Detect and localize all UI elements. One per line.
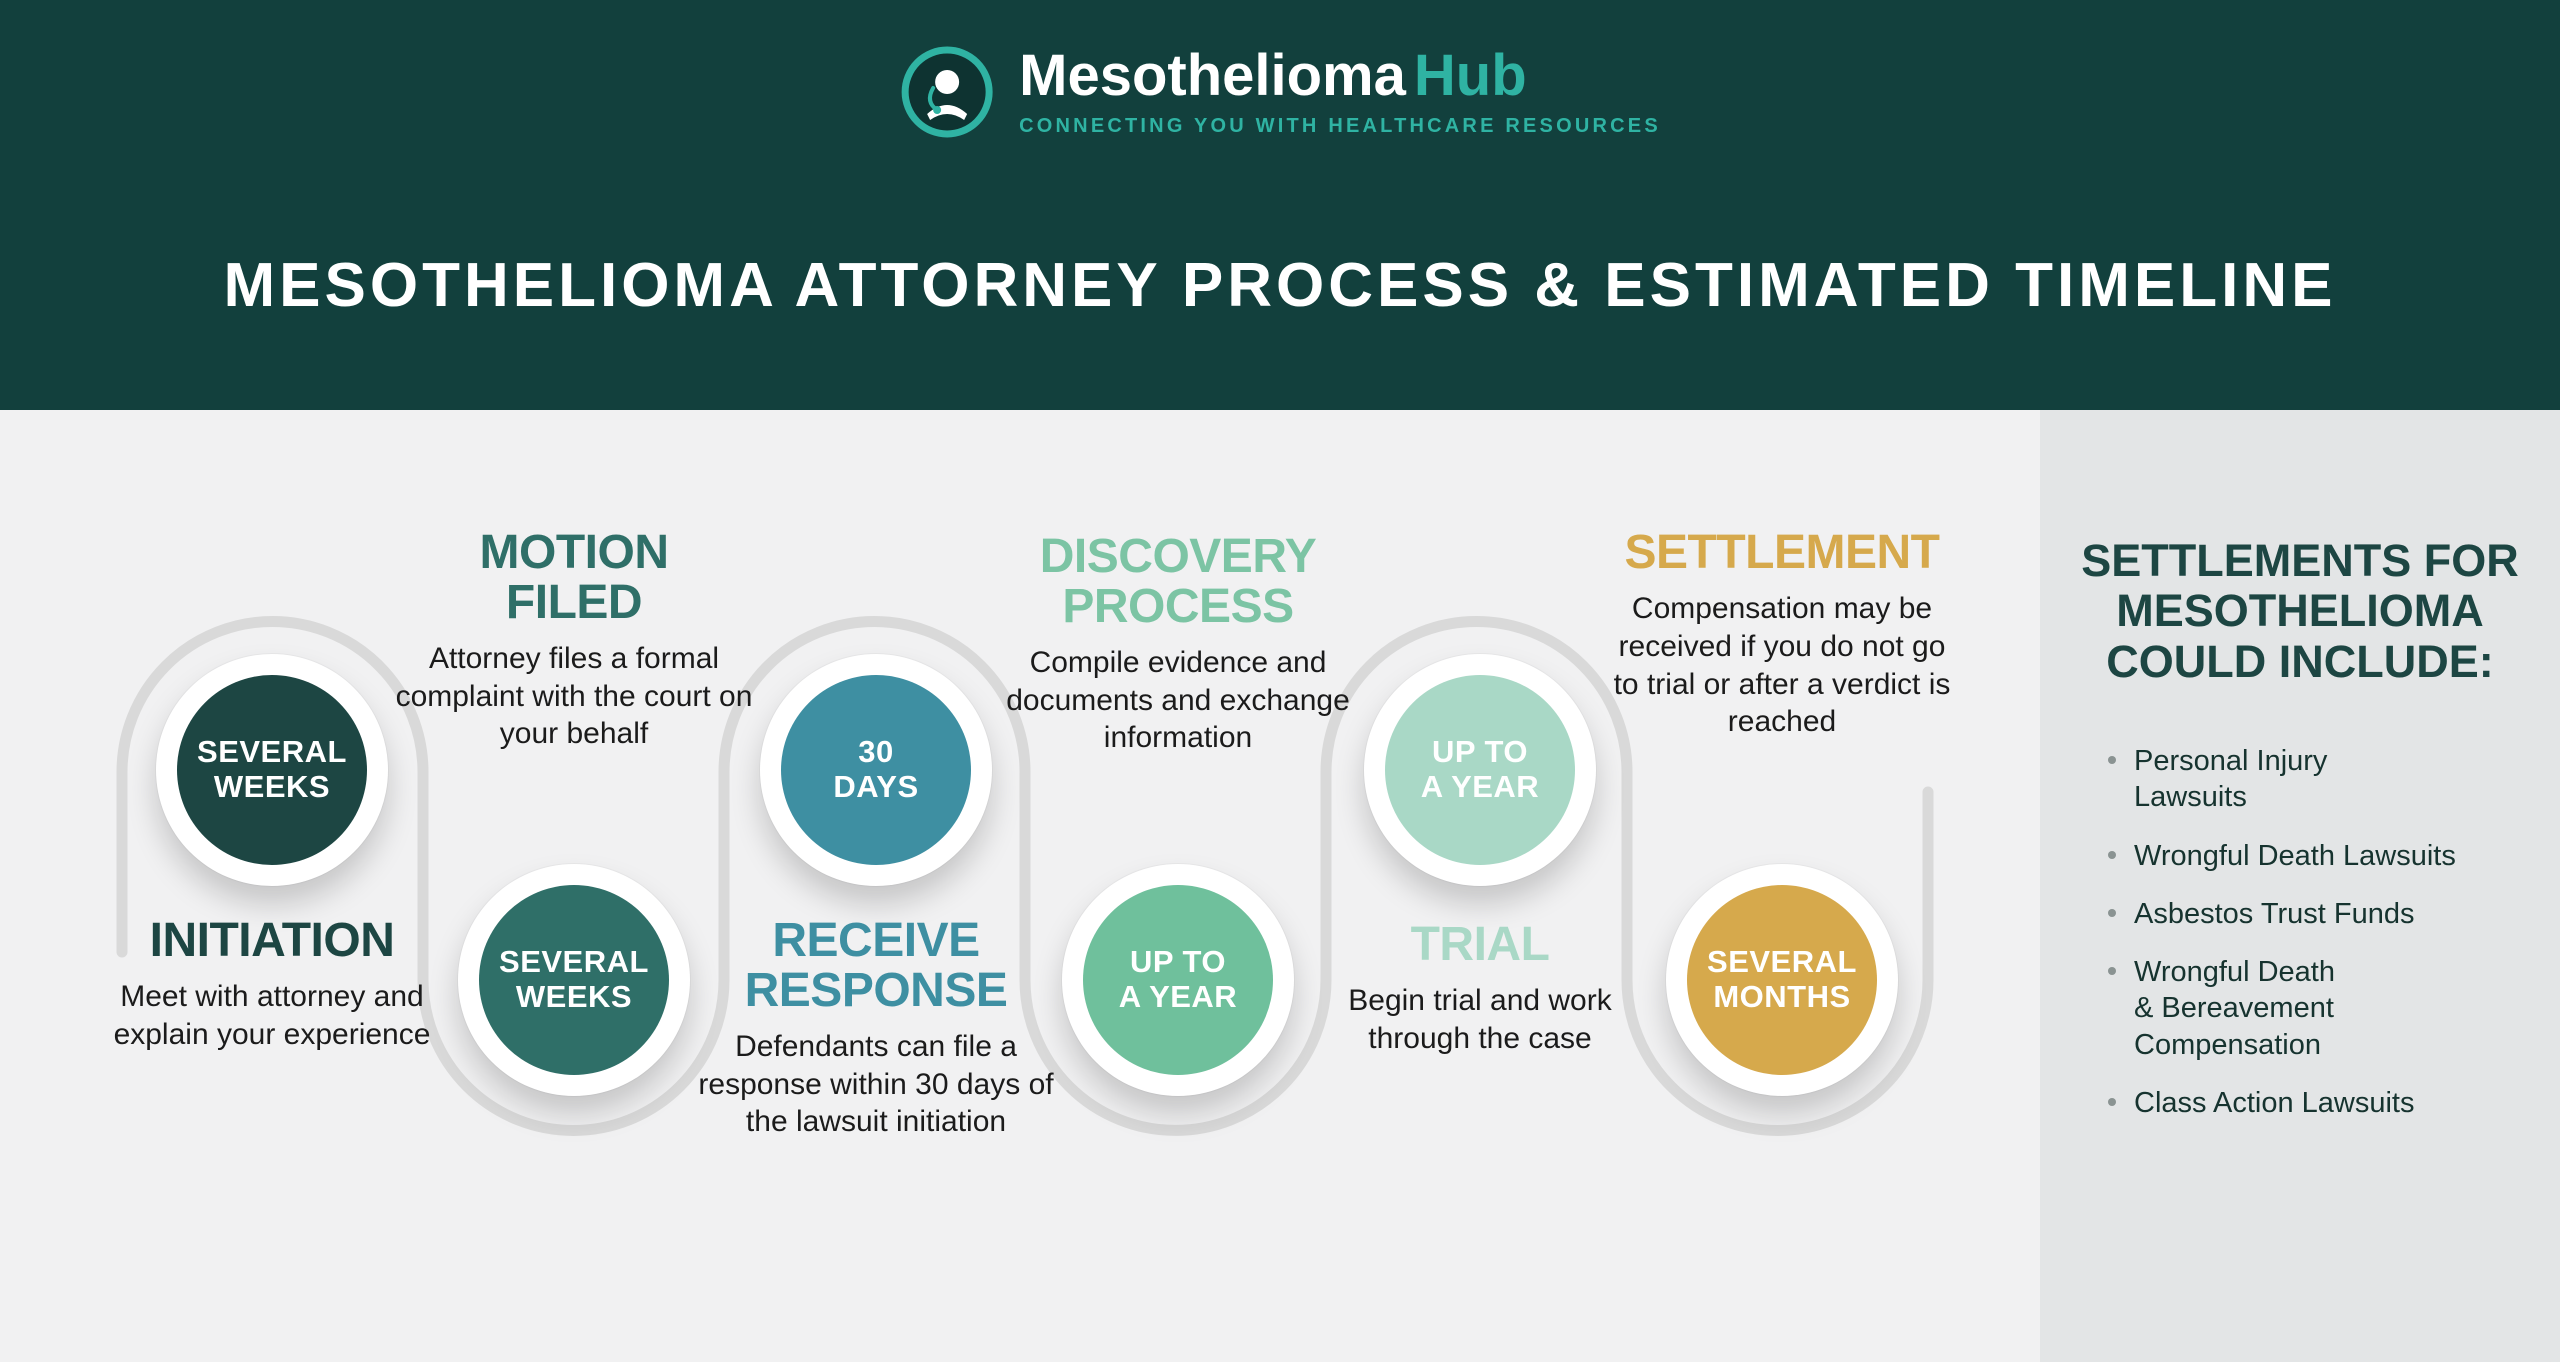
- badge-label: SEVERAL MONTHS: [1687, 885, 1877, 1075]
- step-heading: SETTLEMENT: [1624, 526, 1941, 579]
- bullet-icon: [2108, 967, 2116, 976]
- badge-label: UP TO A YEAR: [1083, 885, 1273, 1075]
- list-item-label: Wrongful Death Lawsuits: [2134, 839, 2456, 872]
- step-heading: MOTION FILED: [479, 526, 669, 629]
- list-item-label: Class Action Lawsuits: [2134, 1086, 2415, 1119]
- settlements-panel: SETTLEMENTS FOR MESOTHELIOMA COULD INCLU…: [2040, 410, 2560, 1362]
- step-heading: DISCOVERY PROCESS: [1039, 530, 1317, 633]
- step-heading: TRIAL: [1410, 918, 1550, 971]
- settlements-heading: SETTLEMENTS FOR MESOTHELIOMA COULD INCLU…: [2081, 535, 2519, 687]
- step-description: Compensation may be received if you do n…: [1613, 591, 1951, 739]
- list-item: Asbestos Trust Funds: [2108, 896, 2520, 932]
- settlements-list: Personal Injury Lawsuits Wrongful Death …: [2080, 743, 2520, 1121]
- list-item-label: Personal Injury Lawsuits: [2134, 745, 2328, 814]
- bullet-icon: [2108, 1097, 2116, 1106]
- step-trial-text: TRIAL Begin trial and work through the c…: [1330, 920, 1630, 1058]
- page-title: MESOTHELIOMA ATTORNEY PROCESS & ESTIMATE…: [223, 251, 2337, 320]
- brand-tagline: CONNECTING YOU WITH HEALTHCARE RESOURCES: [1019, 114, 1661, 137]
- step-heading: RECEIVE RESPONSE: [744, 914, 1008, 1017]
- step-motion-filed-circle: SEVERAL WEEKS: [458, 864, 690, 1096]
- list-item-label: Asbestos Trust Funds: [2134, 897, 2415, 930]
- badge-label: 30 DAYS: [781, 675, 971, 865]
- list-item: Personal Injury Lawsuits: [2108, 743, 2520, 816]
- step-description: Compile evidence and documents and excha…: [1006, 645, 1350, 755]
- bullet-icon: [2108, 908, 2116, 917]
- brand-primary: Mesothelioma: [1019, 42, 1406, 108]
- step-description: Attorney files a formal complaint with t…: [395, 641, 753, 751]
- step-receive-response-text: RECEIVE RESPONSE Defendants can file a r…: [686, 916, 1066, 1141]
- badge-label: SEVERAL WEEKS: [479, 885, 669, 1075]
- step-description: Meet with attorney and explain your expe…: [113, 979, 431, 1051]
- list-item-label: Wrongful Death & Bereavement Compensatio…: [2134, 956, 2335, 1061]
- step-description: Defendants can file a response within 30…: [698, 1029, 1054, 1139]
- step-discovery-circle: UP TO A YEAR: [1062, 864, 1294, 1096]
- step-trial-circle: UP TO A YEAR: [1364, 654, 1596, 886]
- step-discovery-text: DISCOVERY PROCESS Compile evidence and d…: [998, 532, 1358, 757]
- brand-accent: Hub: [1413, 42, 1527, 108]
- step-receive-response-circle: 30 DAYS: [760, 654, 992, 886]
- step-description: Begin trial and work through the case: [1348, 983, 1612, 1055]
- badge-label: UP TO A YEAR: [1385, 675, 1575, 865]
- badge-label: SEVERAL WEEKS: [177, 675, 367, 865]
- list-item: Class Action Lawsuits: [2108, 1085, 2520, 1121]
- bullet-icon: [2108, 850, 2116, 859]
- step-motion-filed-text: MOTION FILED Attorney files a formal com…: [379, 528, 769, 753]
- step-initiation-circle: SEVERAL WEEKS: [156, 654, 388, 886]
- step-heading: INITIATION: [149, 914, 395, 967]
- list-item: Wrongful Death Lawsuits: [2108, 838, 2520, 874]
- step-settlement-text: SETTLEMENT Compensation may be received …: [1612, 528, 1952, 741]
- list-item: Wrongful Death & Bereavement Compensatio…: [2108, 954, 2520, 1063]
- step-settlement-circle: SEVERAL MONTHS: [1666, 864, 1898, 1096]
- step-initiation-text: INITIATION Meet with attorney and explai…: [112, 916, 432, 1054]
- logo-icon: [901, 46, 993, 138]
- bullet-icon: [2108, 756, 2116, 765]
